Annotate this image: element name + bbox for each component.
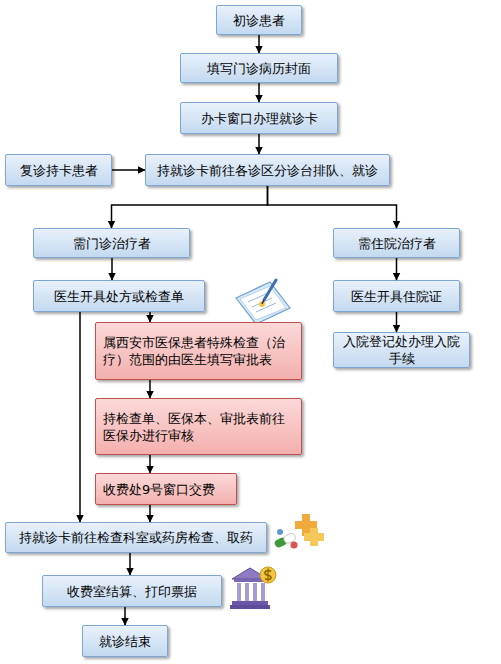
flow-arrow [268,186,397,228]
branch-box: 需住院治疗者 [333,228,460,258]
process-box: 持就诊卡前往各诊区分诊台排队、就诊 [145,154,390,186]
box-text: 持就诊卡前往检查科室或药房检查、取药 [19,529,253,546]
box-text: 持就诊卡前往各诊区分诊台排队、就诊 [157,162,378,179]
process-box: 入院登记处办理入院手续 [333,332,470,368]
flow-arrow [129,553,131,575]
start-box: 初诊患者 [216,5,302,35]
box-text: 复诊持卡患者 [20,162,98,179]
box-text: 属西安市医保患者特殊检查（治疗）范围的由医生填写审批表 [103,334,294,368]
flow-arrow [258,83,260,102]
box-text: 医生开具住院证 [351,288,442,305]
process-box: 办卡窗口办理就诊卡 [180,102,338,134]
flow-arrow [124,607,126,625]
box-text: 需门诊治疗者 [73,235,151,252]
box-text: 持检查单、医保本、审批表前往医保办进行审核 [103,410,294,444]
insurance-step-box: 收费处9号窗口交费 [95,473,237,505]
box-text: 需住院治疗者 [358,235,436,252]
flow-arrow [112,169,145,171]
flow-arrow [112,186,268,228]
process-box: 持就诊卡前往检查科室或药房检查、取药 [5,522,267,553]
box-text: 入院登记处办理入院手续 [338,333,465,367]
flow-arrow [258,35,260,53]
box-text: 收费处9号窗口交费 [103,481,215,498]
branch-box: 需门诊治疗者 [33,228,190,258]
flow-arrow [149,505,151,522]
box-text: 填写门诊病历封面 [207,60,311,77]
flow-arrow [111,258,113,280]
flow-arrow [149,312,151,322]
flow-arrow [149,455,151,473]
process-box: 医生开具处方或检查单 [33,280,205,312]
clipboard-icon [232,278,294,328]
box-text: 就诊结束 [99,633,151,650]
box-text: 医生开具处方或检查单 [54,288,184,305]
box-text: 办卡窗口办理就诊卡 [201,110,318,127]
flow-arrow [149,380,151,398]
process-box: 收费室结算、打印票据 [42,575,222,607]
insurance-step-box: 持检查单、医保本、审批表前往医保办进行审核 [95,398,302,455]
process-box: 填写门诊病历封面 [180,53,338,83]
box-text: 收费室结算、打印票据 [67,583,197,600]
start-box: 复诊持卡患者 [5,154,112,186]
box-text: 初诊患者 [233,12,285,29]
bank-icon [228,563,278,613]
process-box: 医生开具住院证 [333,280,460,312]
flow-arrow [396,258,398,280]
insurance-step-box: 属西安市医保患者特殊检查（治疗）范围的由医生填写审批表 [95,322,302,380]
flow-arrow [79,312,81,522]
flow-arrow [258,134,260,154]
flow-arrow [396,312,398,332]
end-box: 就诊结束 [82,625,168,657]
pills-icon [272,512,328,550]
